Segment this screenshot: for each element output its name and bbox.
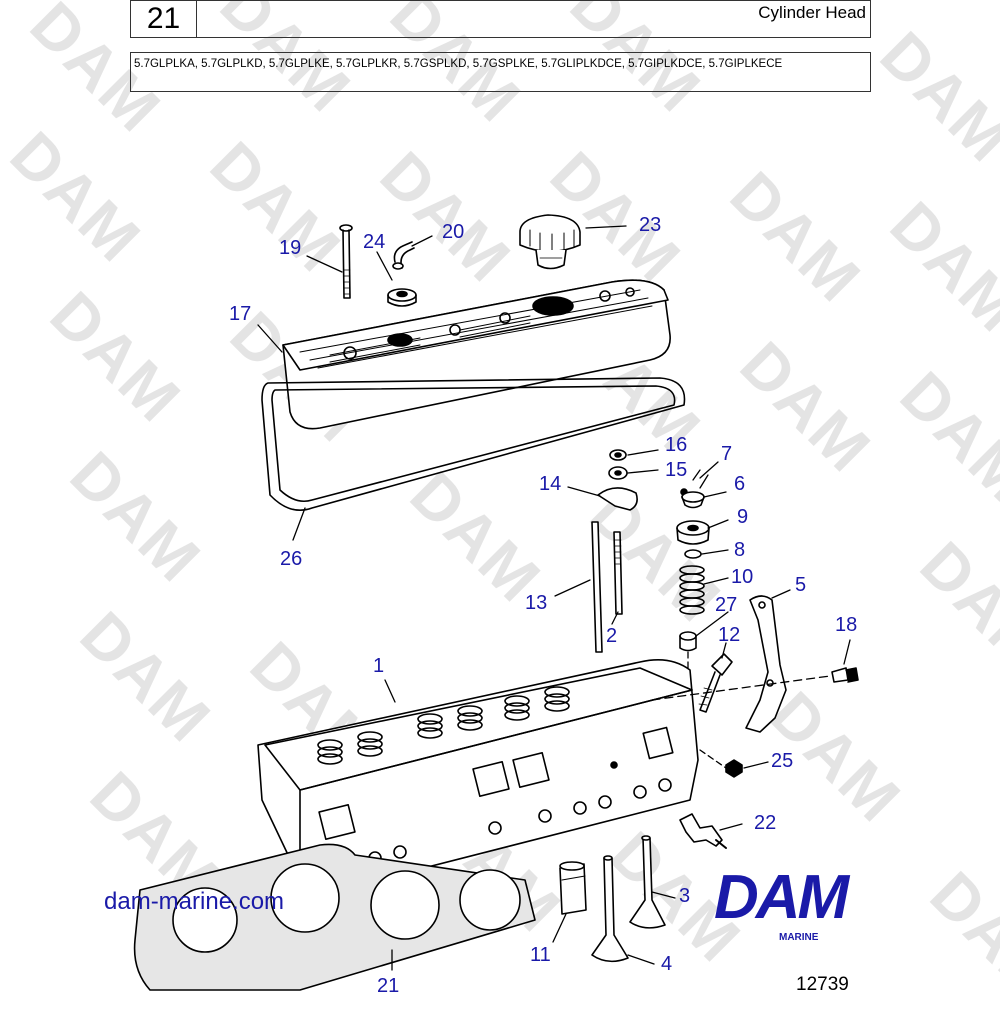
valve-cover-gasket xyxy=(261,377,686,511)
callout-16: 16 xyxy=(665,434,687,456)
page-title: Cylinder Head xyxy=(196,0,871,38)
callout-19: 19 xyxy=(279,237,301,259)
pushrod xyxy=(591,521,603,653)
valve-spring xyxy=(679,565,705,615)
grommet xyxy=(387,288,417,307)
cover-bolt xyxy=(339,224,353,299)
callout-13: 13 xyxy=(525,592,547,614)
spring-retainer xyxy=(681,491,705,509)
rocker-nut xyxy=(609,449,627,461)
callout-4: 4 xyxy=(661,953,672,975)
callout-26: 26 xyxy=(280,548,302,570)
hex-nut xyxy=(725,759,743,778)
callout-27: 27 xyxy=(715,594,737,616)
vent-elbow xyxy=(392,241,415,270)
dam-logo: DAM xyxy=(714,863,849,932)
callout-9: 9 xyxy=(737,506,748,528)
rocker-stud xyxy=(613,531,623,615)
callout-11: 11 xyxy=(530,944,551,966)
callout-23: 23 xyxy=(639,214,661,236)
rocker-arm xyxy=(597,487,638,511)
spring-damper xyxy=(679,631,697,652)
oil-shield xyxy=(676,520,710,545)
callout-12: 12 xyxy=(718,624,740,646)
valve-cover xyxy=(282,279,671,430)
head-gasket xyxy=(133,843,536,991)
model-list: 5.7GLPLKA, 5.7GLPLKD, 5.7GLPLKE, 5.7GLPL… xyxy=(130,52,871,92)
rocker-ball xyxy=(608,466,628,480)
valve-guide xyxy=(559,861,587,915)
callout-8: 8 xyxy=(734,539,745,561)
dam-logo-subtext: MARINE xyxy=(779,932,819,943)
callout-7: 7 xyxy=(721,443,732,465)
exhaust-valve xyxy=(591,855,629,963)
manifold-stud xyxy=(698,653,733,713)
lift-bracket xyxy=(745,595,787,733)
callout-10: 10 xyxy=(731,566,753,588)
callout-14: 14 xyxy=(539,473,561,495)
callout-15: 15 xyxy=(665,459,687,481)
callout-21: 21 xyxy=(377,975,399,997)
callout-25: 25 xyxy=(771,750,793,772)
callout-6: 6 xyxy=(734,473,745,495)
figure-number: 12739 xyxy=(796,974,849,995)
page-number: 21 xyxy=(130,0,196,38)
o-ring-seal xyxy=(684,549,702,559)
oil-filler-cap xyxy=(519,214,581,270)
callout-2: 2 xyxy=(606,625,617,647)
callout-22: 22 xyxy=(754,812,776,834)
callout-17: 17 xyxy=(229,303,251,325)
intake-valve xyxy=(629,835,666,929)
bracket-bolt xyxy=(831,667,859,683)
temperature-sender xyxy=(679,813,727,849)
callout-24: 24 xyxy=(363,231,385,253)
callout-1: 1 xyxy=(373,655,384,677)
callout-3: 3 xyxy=(679,885,690,907)
website-link[interactable]: dam-marine.com xyxy=(104,888,285,915)
installed-spring xyxy=(317,686,570,765)
callout-20: 20 xyxy=(442,221,464,243)
callout-5: 5 xyxy=(795,574,806,596)
callout-18: 18 xyxy=(835,614,857,636)
